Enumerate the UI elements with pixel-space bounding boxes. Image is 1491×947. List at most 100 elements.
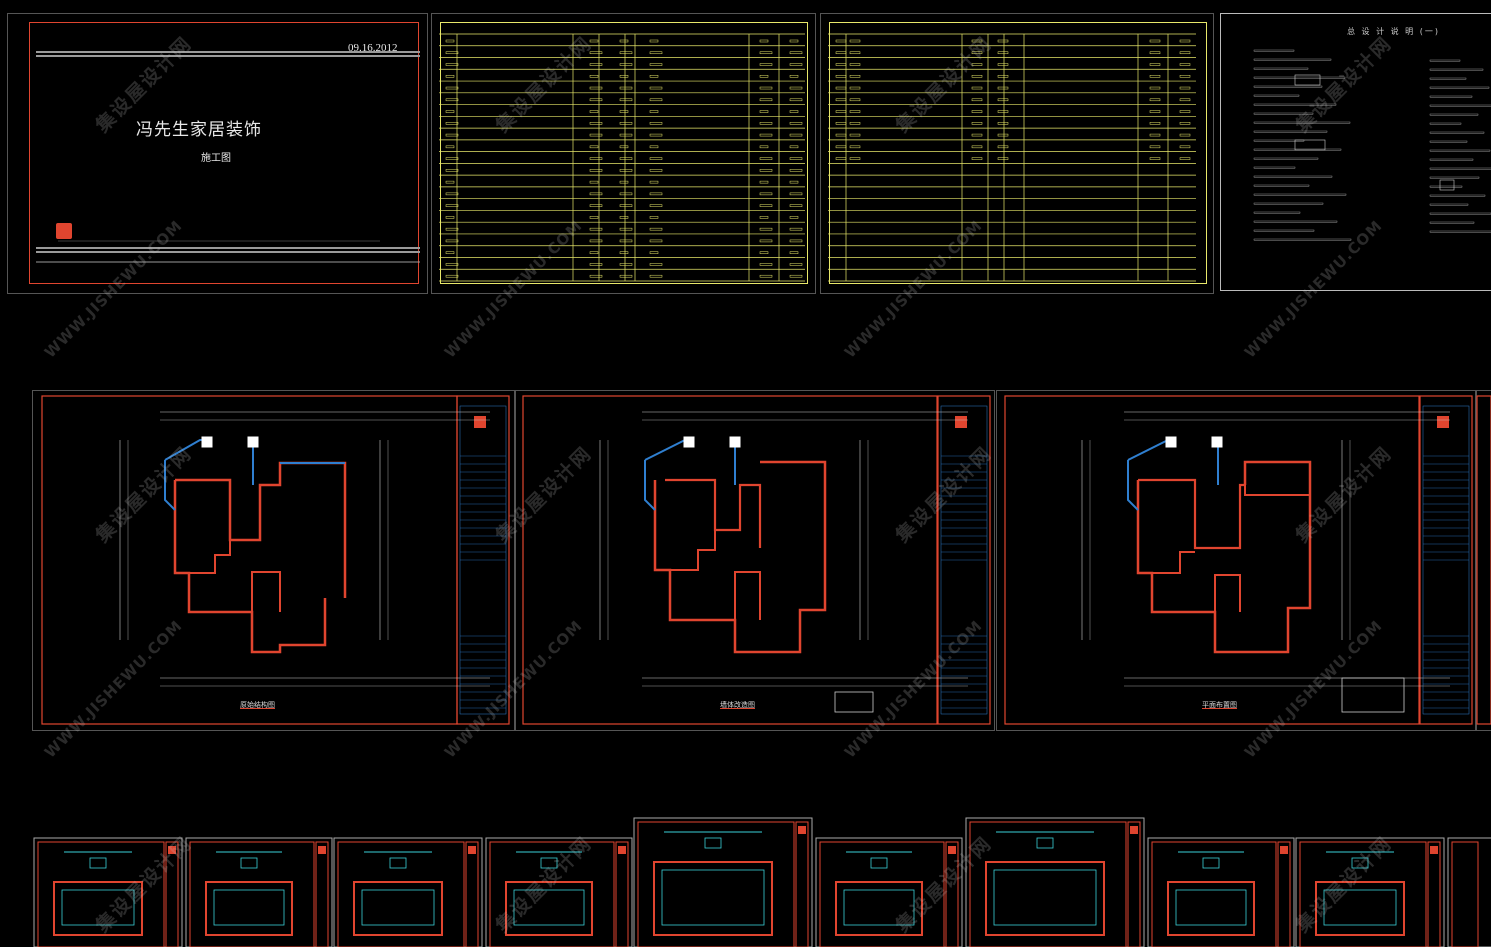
notes-text-line <box>1429 149 1491 152</box>
drawing-list-entry <box>759 75 769 78</box>
notes-text-line <box>1429 68 1484 71</box>
elevation-detail <box>843 889 915 926</box>
notes-text-line <box>1253 139 1305 142</box>
column-marker <box>1211 436 1223 448</box>
drawing-list-entry <box>971 39 983 43</box>
drawing-list-entry <box>789 157 803 160</box>
wall-outline <box>251 571 281 612</box>
elevation-sheet <box>1295 837 1445 947</box>
drawing-list-entry <box>619 251 629 254</box>
drawing-list-entry <box>1179 122 1191 125</box>
drawing-list-entry <box>997 51 1009 55</box>
drawing-list-entry <box>759 51 773 55</box>
drawing-list-entry <box>759 98 773 102</box>
elevation-frame <box>969 821 1127 947</box>
drawing-list-entry <box>971 75 983 78</box>
drawing-list-entry <box>649 86 663 90</box>
notes-text-line <box>1429 203 1469 206</box>
drawing-list-entry <box>1179 75 1191 78</box>
drawing-list-entry <box>649 75 659 78</box>
drawing-list-entry <box>789 122 803 125</box>
notes-text-line <box>1429 221 1475 224</box>
elevation-sheet <box>965 817 1145 947</box>
wall-outline-blue <box>164 460 176 511</box>
drawing-list-entry <box>835 75 847 78</box>
drawing-list-entry <box>619 110 629 113</box>
elevation-section-detail <box>240 857 258 869</box>
notes-text-line <box>1429 86 1490 89</box>
drawing-list-entry <box>445 216 455 219</box>
drawing-list-entry <box>619 63 633 66</box>
drawing-list-entry <box>789 251 799 254</box>
drawing-list-entry <box>589 169 603 172</box>
notes-diagram <box>1439 179 1455 191</box>
notes-text-line <box>1253 85 1323 88</box>
drawing-list-entry <box>445 122 459 125</box>
drawing-list-entry <box>445 157 459 160</box>
drawing-list-entry <box>789 192 803 196</box>
plan-title-block <box>456 395 510 725</box>
drawing-list-entry <box>759 251 769 254</box>
drawing-list-entry <box>997 86 1009 90</box>
plan-title-original: 原始结构图 <box>240 701 275 709</box>
drawing-list-entry <box>759 169 773 172</box>
wall-outline <box>173 480 327 654</box>
wall-outline <box>189 540 231 574</box>
drawing-list-entry <box>619 39 629 43</box>
elevation-frame <box>1451 841 1479 947</box>
drawing-list-entry <box>619 227 633 231</box>
elevation-wall-outline <box>835 881 923 936</box>
drawing-list-entry <box>835 122 847 125</box>
notes-text-line <box>1253 166 1296 169</box>
drawing-list-entry <box>445 39 455 43</box>
drawing-list-entry <box>649 204 663 207</box>
drawing-list-entry <box>971 63 983 66</box>
notes-text-line <box>1253 49 1295 52</box>
design-notes-sheet[interactable]: 总 设 计 说 明 (一) <box>1220 13 1491 291</box>
drawing-list-entry <box>649 263 663 266</box>
drawing-list-entry <box>445 51 459 55</box>
floor-plan-sheet-2[interactable] <box>515 390 995 731</box>
title-block-logo <box>1280 846 1288 854</box>
elevation-detail <box>361 889 435 926</box>
floor-plan-sheet-3[interactable] <box>996 390 1476 731</box>
notes-text-line <box>1253 220 1338 223</box>
drawing-list-entry <box>1179 39 1191 43</box>
drawing-list-entry <box>759 204 773 207</box>
drawing-list-entry <box>445 192 459 196</box>
drawing-list-entry <box>759 274 773 278</box>
drawing-list-entry <box>589 263 603 266</box>
drawing-list-sheet-1[interactable] <box>431 13 816 294</box>
drawing-list-entry <box>971 110 983 113</box>
wall-outline <box>670 530 716 571</box>
drawing-list-sheet-2[interactable] <box>820 13 1214 294</box>
elevation-sheet <box>633 817 813 947</box>
drawing-list-entry <box>759 63 773 66</box>
drawing-list-entry <box>1179 145 1191 149</box>
drawing-list-entry <box>1179 86 1191 90</box>
drawing-list-entry <box>445 110 455 113</box>
notes-text-line <box>1429 158 1474 161</box>
drawing-list-entry <box>849 86 861 90</box>
drawing-list-entry <box>619 180 629 184</box>
elevation-section-detail <box>1036 837 1054 849</box>
drawing-list-entry <box>619 145 629 149</box>
drawing-list-entry <box>1149 145 1161 149</box>
cover-subtitle: 施工图 <box>201 153 231 164</box>
drawing-list-entry <box>649 110 659 113</box>
drawing-list-entry <box>589 157 603 160</box>
drawing-list-entry <box>589 239 603 243</box>
elevation-wall-outline <box>1167 881 1255 936</box>
elevation-wall-outline <box>985 861 1105 936</box>
elevation-section-detail <box>540 857 558 869</box>
drawing-list-entry <box>759 110 769 113</box>
elevation-wall-outline <box>1315 881 1405 936</box>
elevation-title-block <box>1427 841 1441 947</box>
title-block-logo <box>474 416 486 428</box>
drawing-list-entry <box>971 122 983 125</box>
floor-plan-sheet-1[interactable] <box>32 390 515 731</box>
drawing-list-entry <box>649 251 659 254</box>
elevation-frame <box>1151 841 1277 947</box>
elevation-detail <box>1175 889 1247 926</box>
elevation-detail <box>61 889 135 926</box>
